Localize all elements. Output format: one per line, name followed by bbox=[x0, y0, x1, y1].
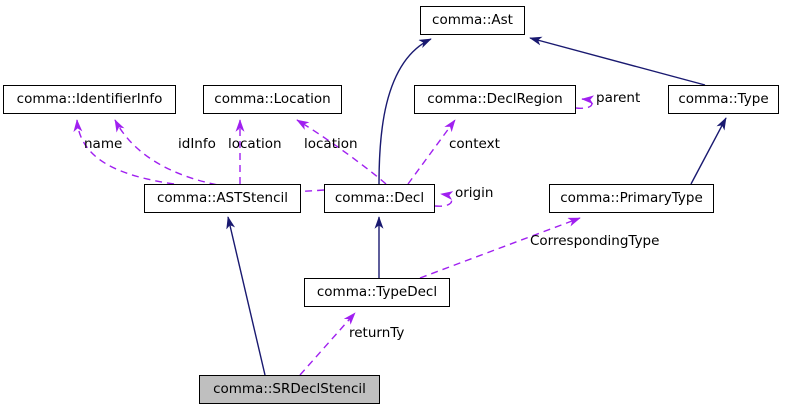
edge-typedecl-correspondingtype bbox=[419, 217, 581, 279]
class-node-decl[interactable]: comma::Decl bbox=[324, 184, 435, 213]
edge-decl-idinfo bbox=[114, 119, 325, 193]
class-node-label: comma::DeclRegion bbox=[427, 90, 563, 107]
edge-decl-origin bbox=[434, 191, 454, 207]
class-node-label: comma::ASTStencil bbox=[156, 189, 289, 206]
class-node-aststencil[interactable]: comma::ASTStencil bbox=[144, 184, 301, 213]
class-node-primarytype[interactable]: comma::PrimaryType bbox=[549, 184, 714, 213]
edge-label-context: context bbox=[449, 136, 500, 152]
edge-label-returnty: returnTy bbox=[349, 325, 405, 341]
class-node-label: comma::Type bbox=[678, 90, 769, 107]
edge-decl-context bbox=[407, 119, 456, 185]
edge-aststencil-name bbox=[73, 119, 175, 185]
class-node-typedecl[interactable]: comma::TypeDecl bbox=[304, 278, 450, 307]
edge-label-correspondingtype: CorrespondingType bbox=[530, 233, 660, 249]
edge-srdeclstencil-returnty bbox=[299, 312, 356, 376]
class-node-label: comma::Decl bbox=[334, 189, 425, 206]
class-node-label: comma::Ast bbox=[432, 11, 513, 28]
edge-label-parent: parent bbox=[596, 90, 641, 106]
class-node-label: comma::IdentifierInfo bbox=[16, 90, 163, 107]
edge-label-origin: origin bbox=[455, 185, 494, 201]
edge-label-idinfo: idInfo bbox=[178, 136, 216, 152]
class-node-location[interactable]: comma::Location bbox=[203, 85, 342, 114]
class-node-type[interactable]: comma::Type bbox=[668, 85, 779, 114]
edge-label-location-left: location bbox=[228, 136, 282, 152]
class-node-label: comma::Location bbox=[214, 90, 331, 107]
edge-label-location-right: location bbox=[304, 136, 358, 152]
inheritance-edges bbox=[226, 36, 727, 376]
class-node-srdeclstencil[interactable]: comma::SRDeclStencil bbox=[199, 375, 380, 404]
class-node-ast[interactable]: comma::Ast bbox=[420, 6, 525, 35]
edge-declregion-parent bbox=[575, 95, 595, 109]
edge-decl-to-ast bbox=[378, 38, 432, 185]
edge-srdeclstencil-to-aststencil bbox=[226, 216, 266, 376]
edge-type-to-ast bbox=[529, 36, 706, 86]
class-node-label: comma::PrimaryType bbox=[560, 189, 703, 206]
edge-decl-location bbox=[296, 119, 387, 185]
class-node-label: comma::TypeDecl bbox=[316, 283, 438, 300]
edge-label-name: name bbox=[84, 136, 123, 152]
class-node-label: comma::SRDeclStencil bbox=[213, 380, 366, 397]
class-node-declregion[interactable]: comma::DeclRegion bbox=[414, 85, 576, 114]
class-node-identifierinfo[interactable]: comma::IdentifierInfo bbox=[3, 85, 176, 114]
edge-primarytype-to-type bbox=[690, 117, 727, 185]
